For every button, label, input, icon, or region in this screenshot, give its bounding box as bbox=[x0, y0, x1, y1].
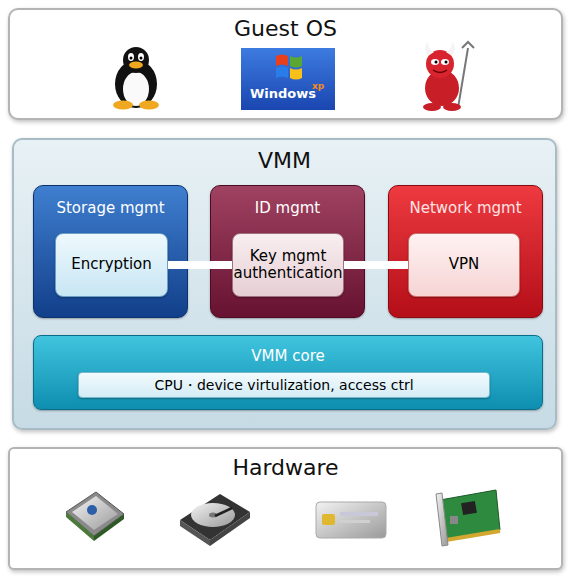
function-box: Key mgmt authentication bbox=[232, 233, 344, 297]
module-box: ID mgmtKey mgmt authentication bbox=[210, 185, 365, 318]
box-text: Encryption bbox=[67, 256, 156, 273]
box-heading: Storage mgmt bbox=[34, 200, 187, 217]
function-box: VPN bbox=[408, 233, 520, 297]
box-heading: Hardware bbox=[10, 455, 561, 480]
box-text: VPN bbox=[445, 256, 484, 273]
guest-os-band: Guest OS bbox=[8, 8, 563, 120]
box-heading: VMM bbox=[14, 148, 555, 173]
box-text: CPU・device virtulization, access ctrl bbox=[150, 377, 417, 393]
core-box: VMM coreCPU・device virtulization, access… bbox=[33, 335, 543, 410]
box-heading: Network mgmt bbox=[389, 200, 542, 217]
box-text: Key mgmt authentication bbox=[229, 248, 346, 283]
vmm-band: VMMStorage mgmtEncryptionID mgmtKey mgmt… bbox=[12, 138, 557, 430]
box-heading: ID mgmt bbox=[211, 200, 364, 217]
box-heading: VMM core bbox=[34, 348, 542, 365]
logo-text: xp bbox=[312, 81, 324, 91]
module-box: Storage mgmtEncryption bbox=[33, 185, 188, 318]
box-heading: Guest OS bbox=[10, 16, 561, 41]
function-box: CPU・device virtulization, access ctrl bbox=[78, 372, 490, 398]
hardware-band: Hardware bbox=[8, 447, 563, 570]
function-box: Encryption bbox=[55, 233, 168, 297]
logo-text: Windows bbox=[250, 86, 316, 101]
module-box: Network mgmtVPN bbox=[388, 185, 543, 318]
